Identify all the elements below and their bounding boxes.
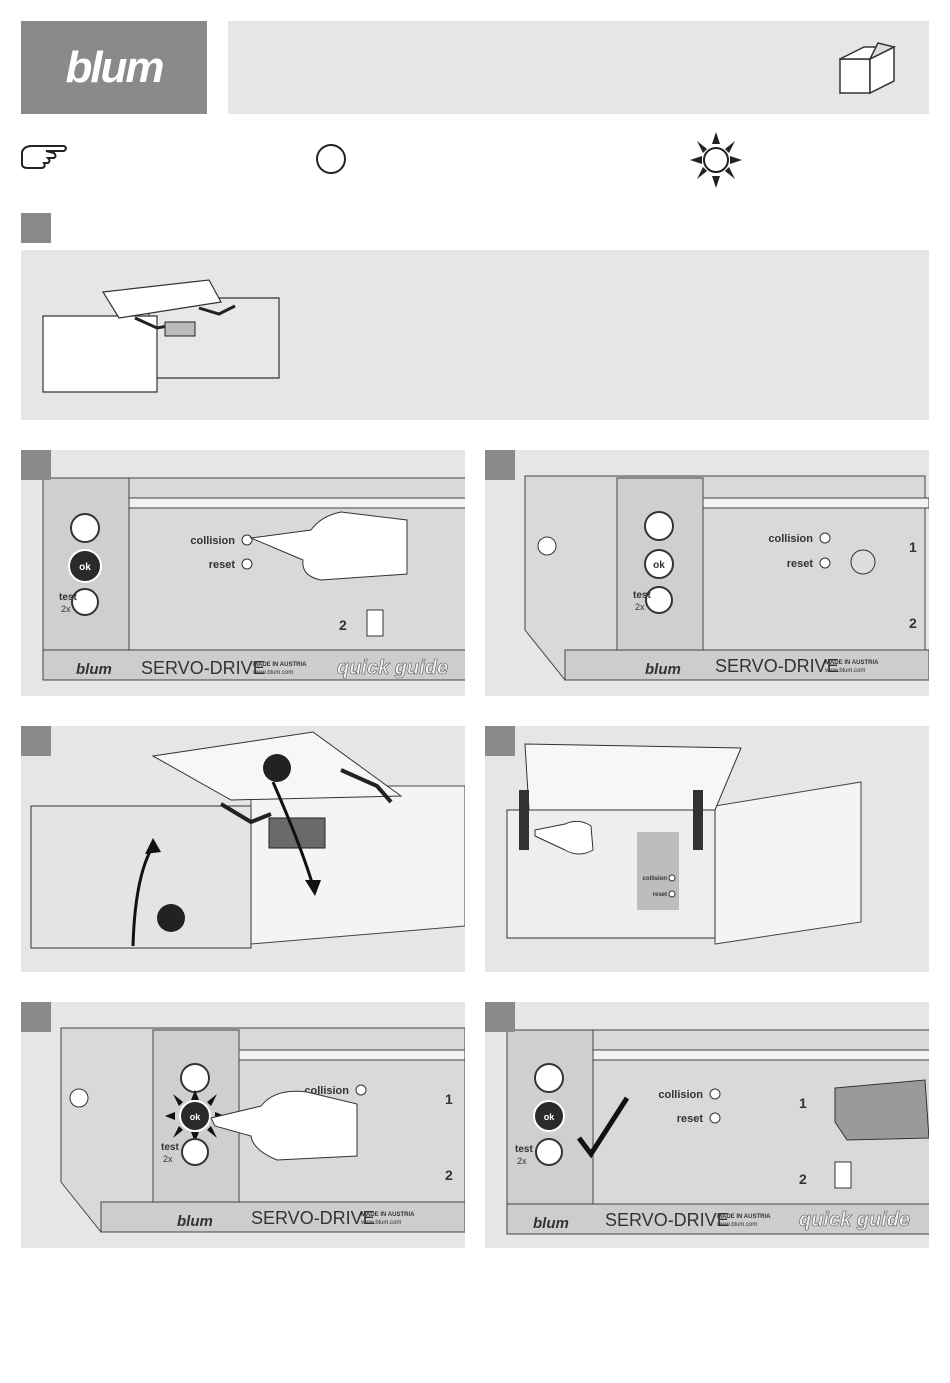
svg-text:ok: ok <box>653 560 665 571</box>
step-panel-2: ok test 2x collision reset 1 2 blum SERV… <box>485 450 929 696</box>
svg-text:test: test <box>633 590 651 601</box>
svg-text:ok: ok <box>544 1112 555 1122</box>
svg-text:quick guide: quick guide <box>799 1209 910 1231</box>
svg-text:test: test <box>515 1144 533 1155</box>
svg-text:collision: collision <box>768 533 813 545</box>
svg-text:reset: reset <box>677 1113 704 1125</box>
step-panel-3 <box>21 726 465 972</box>
svg-text:1: 1 <box>445 1091 453 1107</box>
svg-text:blum: blum <box>533 1215 569 1232</box>
svg-text:ok: ok <box>190 1112 201 1122</box>
ok-button-label: ok <box>79 562 91 573</box>
svg-text:www.blum.com: www.blum.com <box>716 1222 757 1228</box>
svg-text:MADE IN AUSTRIA: MADE IN AUSTRIA <box>717 1214 771 1220</box>
svg-text:1: 1 <box>799 1095 807 1111</box>
step-panel-1: ok test 2x collision reset 2 blum SERVO-… <box>21 450 465 696</box>
checkmark-icon <box>577 1096 630 1159</box>
step-marker <box>485 1002 515 1032</box>
svg-text:1: 1 <box>909 539 917 555</box>
cube-icon <box>839 42 897 95</box>
step-panel-4: collision reset <box>485 726 929 972</box>
svg-text:2: 2 <box>799 1171 807 1187</box>
svg-text:SERVO-DRIVE: SERVO-DRIVE <box>715 656 839 676</box>
reset-label: reset <box>209 559 236 571</box>
step-marker <box>21 726 51 756</box>
led-on-icon <box>690 132 742 188</box>
footer-logo: blum <box>76 661 112 678</box>
svg-text:collision: collision <box>643 876 668 882</box>
collision-label: collision <box>190 535 235 547</box>
svg-text:SERVO-DRIVE: SERVO-DRIVE <box>605 1210 729 1230</box>
svg-text:www.blum.com: www.blum.com <box>252 670 293 676</box>
cabinet-illustration <box>42 279 280 393</box>
header-band <box>228 21 929 114</box>
led-off-icon <box>316 144 346 174</box>
svg-text:SERVO-DRIVE: SERVO-DRIVE <box>251 1208 375 1228</box>
svg-text:2x: 2x <box>517 1156 527 1166</box>
svg-text:MADE IN AUSTRIA: MADE IN AUSTRIA <box>253 662 307 668</box>
svg-text:collision: collision <box>658 1089 703 1101</box>
svg-text:MADE IN AUSTRIA: MADE IN AUSTRIA <box>825 660 879 666</box>
svg-text:2: 2 <box>339 617 347 633</box>
pointing-hand-icon <box>21 145 67 169</box>
step-panel-5: ok test 2x collision 1 2 blum SERVO-DRIV… <box>21 1002 465 1248</box>
svg-text:2x: 2x <box>163 1154 173 1164</box>
product-name: SERVO-DRIVE <box>141 658 265 678</box>
svg-text:2x: 2x <box>61 604 71 614</box>
svg-text:MADE IN AUSTRIA: MADE IN AUSTRIA <box>361 1212 415 1218</box>
intro-band <box>21 250 929 420</box>
step-panel-6: ok test 2x collision reset 1 2 blum SERV… <box>485 1002 929 1248</box>
brand-logo: blum <box>21 21 207 114</box>
section-step-marker <box>21 213 51 243</box>
step-marker <box>21 1002 51 1032</box>
svg-text:reset: reset <box>653 892 667 898</box>
svg-text:www.blum.com: www.blum.com <box>360 1220 401 1226</box>
svg-text:www.blum.com: www.blum.com <box>824 668 865 674</box>
svg-text:2: 2 <box>909 615 917 631</box>
step-marker <box>485 450 515 480</box>
step-marker <box>21 450 51 480</box>
svg-text:2: 2 <box>445 1167 453 1183</box>
svg-text:reset: reset <box>787 558 814 570</box>
svg-text:test: test <box>161 1142 179 1153</box>
svg-text:2x: 2x <box>635 602 645 612</box>
svg-text:blum: blum <box>177 1213 213 1230</box>
quick-guide-label: quick guide <box>337 657 448 679</box>
step-marker <box>485 726 515 756</box>
brand-logo-text: blum <box>65 43 164 92</box>
svg-text:blum: blum <box>645 661 681 678</box>
svg-text:test: test <box>59 592 77 603</box>
